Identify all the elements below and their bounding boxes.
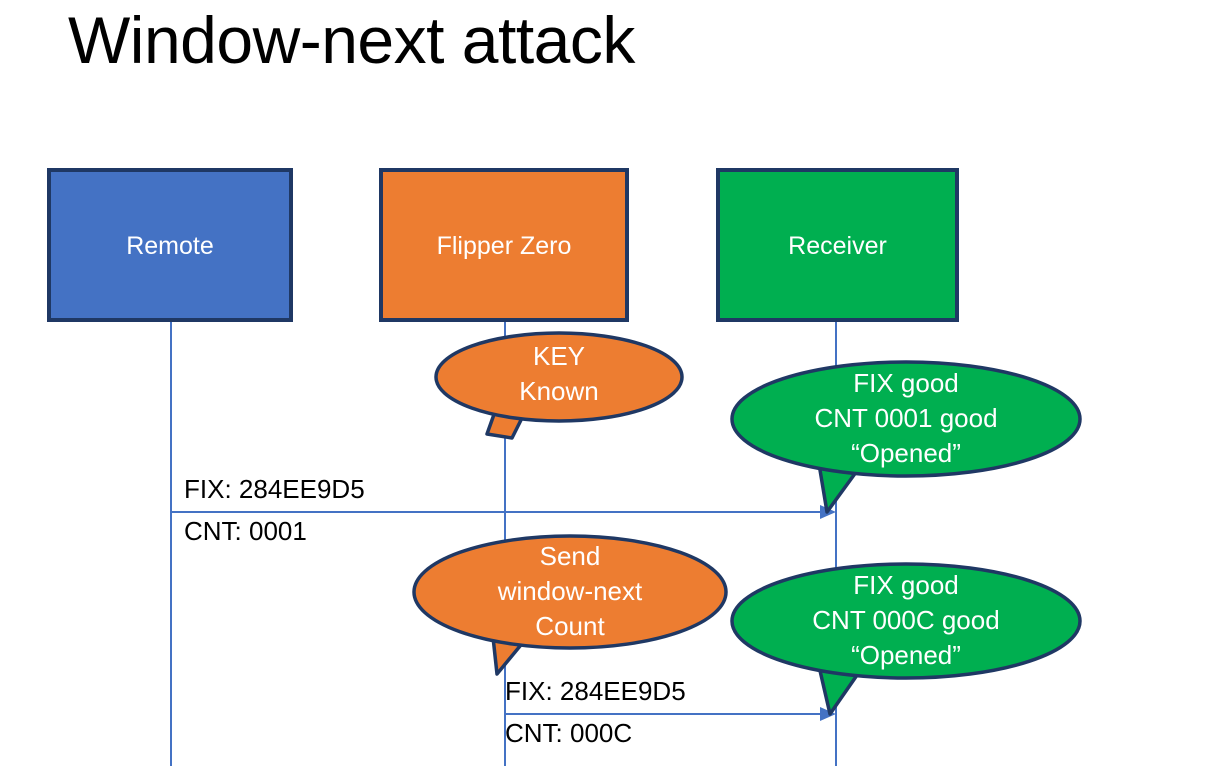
- callout-line: FIX good: [853, 368, 959, 398]
- callout-line: “Opened”: [851, 438, 961, 468]
- page-title: Window-next attack: [68, 3, 635, 77]
- message-2-fix-label: FIX: 284EE9D5: [505, 676, 686, 706]
- callout-line: Known: [519, 376, 599, 406]
- callout-line: “Opened”: [851, 640, 961, 670]
- message-2-cnt-label: CNT: 000C: [505, 718, 633, 748]
- actor-label-flipper: Flipper Zero: [436, 232, 572, 260]
- callout-line: Count: [535, 611, 605, 641]
- callout-text-key-known: KEY Known: [436, 339, 682, 409]
- actor-label-remote: Remote: [126, 232, 214, 260]
- callout-send-window-next[interactable]: [412, 534, 728, 676]
- actor-box-flipper[interactable]: [379, 168, 629, 322]
- callout-line: window-next: [497, 576, 643, 606]
- callout-text-send-window-next: Send window-next Count: [414, 539, 726, 644]
- callout-text-receiver-ack-2: FIX good CNT 000C good “Opened”: [732, 568, 1080, 673]
- callout-receiver-ack-2[interactable]: [730, 562, 1082, 716]
- callout-line: KEY: [532, 341, 586, 371]
- message-1-fix-label: FIX: 284EE9D5: [184, 474, 365, 504]
- message-1-cnt-label: CNT: 0001: [184, 516, 307, 546]
- actor-box-remote[interactable]: [47, 168, 293, 322]
- callout-text-receiver-ack-1: FIX good CNT 0001 good “Opened”: [732, 366, 1080, 471]
- callout-line: CNT 000C good: [812, 605, 1000, 635]
- message-arrow-2: [505, 707, 836, 721]
- callout-line: Send: [539, 541, 601, 571]
- callout-receiver-ack-1[interactable]: [730, 360, 1082, 514]
- actor-label-receiver: Receiver: [788, 232, 887, 260]
- callout-line: FIX good: [853, 570, 959, 600]
- callout-line: CNT 0001 good: [814, 403, 998, 433]
- actor-box-receiver[interactable]: [716, 168, 959, 322]
- callout-key-known[interactable]: [434, 331, 684, 440]
